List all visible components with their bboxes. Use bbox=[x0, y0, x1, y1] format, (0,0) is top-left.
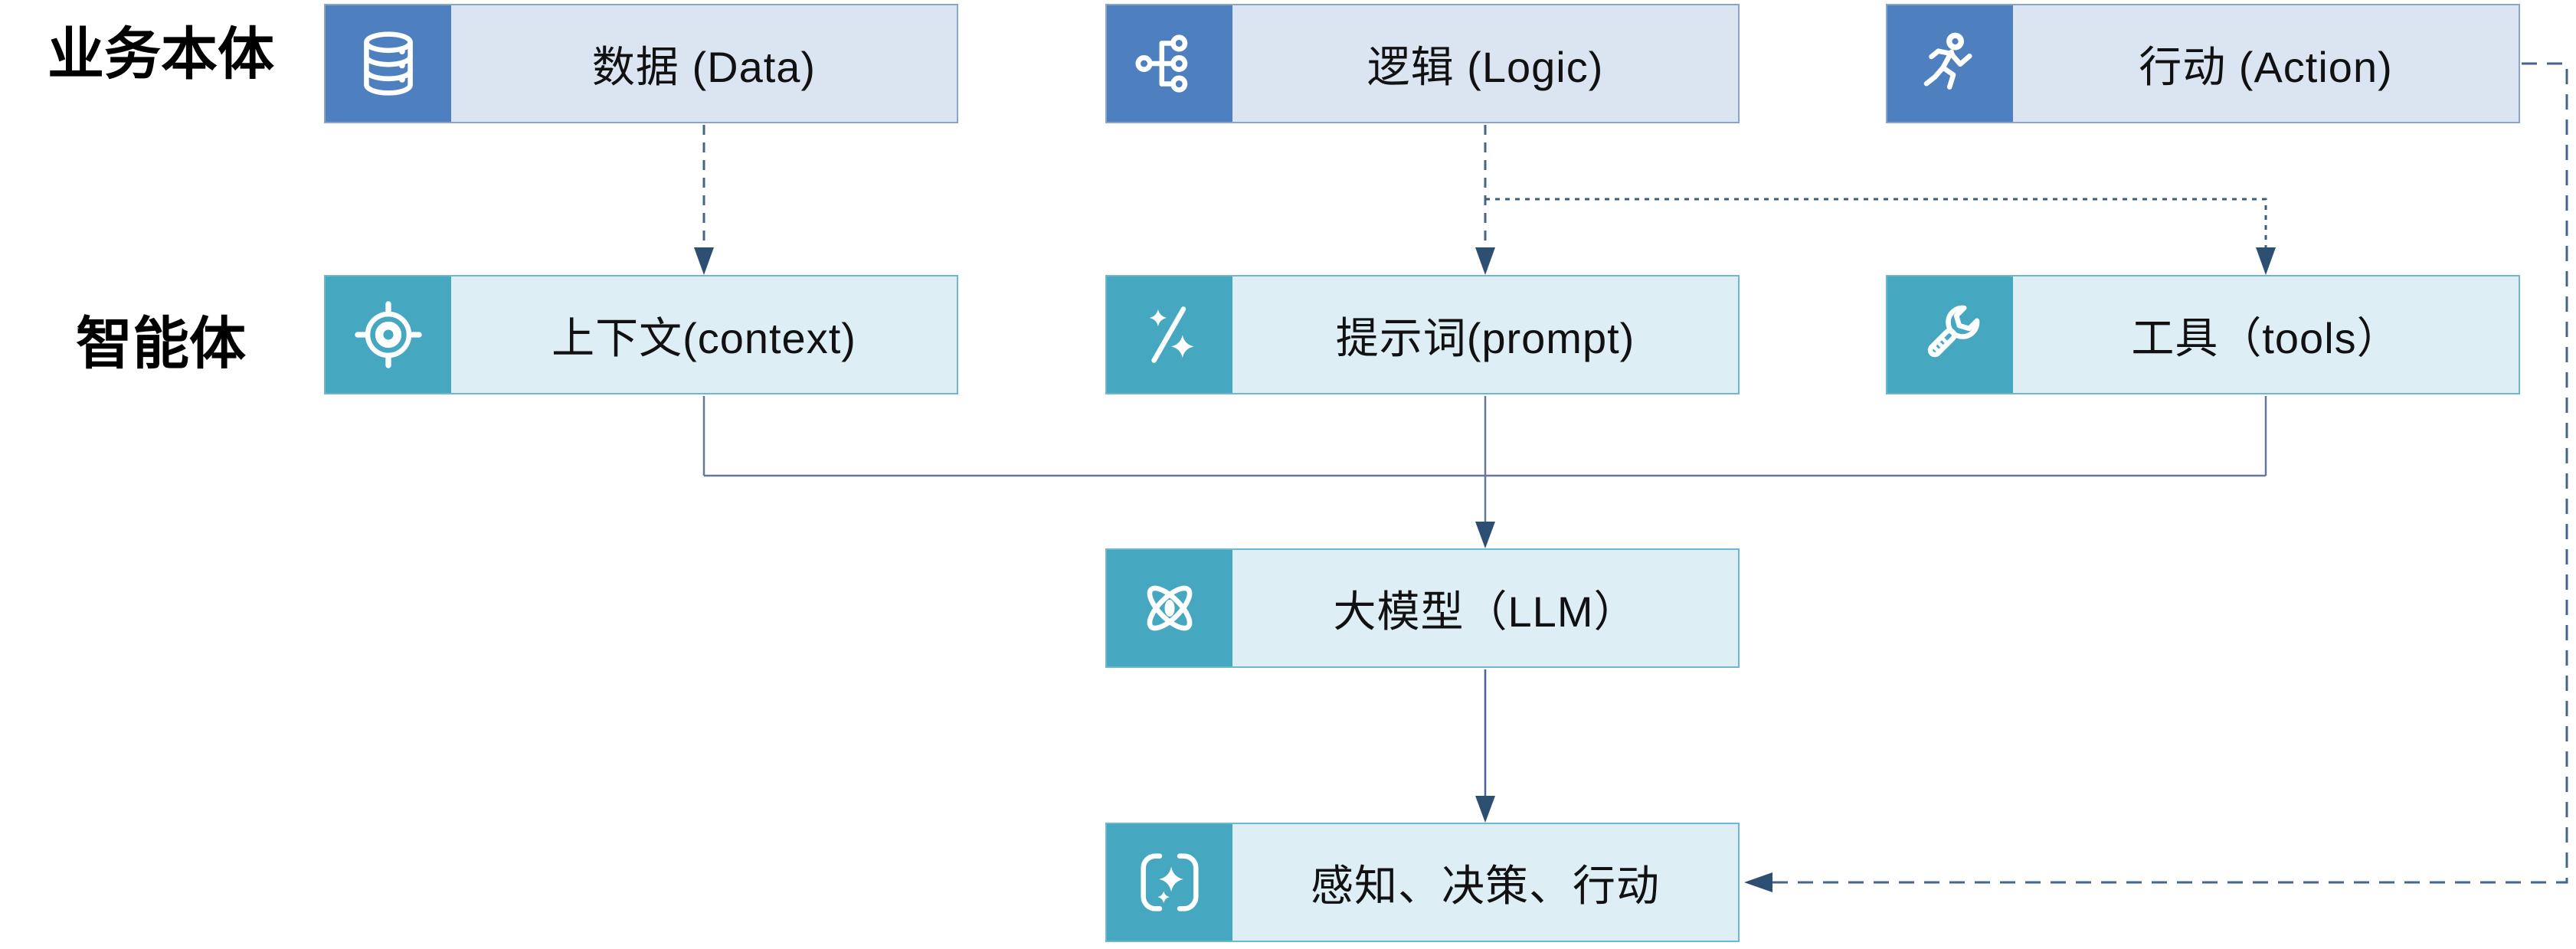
connector-action-feedback bbox=[1744, 62, 2568, 892]
sparkle-frame-icon bbox=[1107, 824, 1232, 941]
atom-icon bbox=[1107, 550, 1232, 666]
row-label-agent: 智能体 bbox=[76, 312, 246, 375]
node-prompt: 提示词(prompt) bbox=[1105, 275, 1740, 394]
connector-merge-to-llm bbox=[702, 396, 2267, 548]
node-action: 行动 (Action) bbox=[1886, 4, 2520, 123]
node-data-label: 数据 (Data) bbox=[451, 5, 957, 122]
connector-llm-to-loop bbox=[1475, 669, 1495, 823]
node-action-label: 行动 (Action) bbox=[2013, 5, 2519, 122]
node-data: 数据 (Data) bbox=[324, 4, 958, 123]
node-llm: 大模型（LLM） bbox=[1105, 548, 1740, 668]
flow-tree-icon bbox=[1107, 5, 1232, 122]
node-logic: 逻辑 (Logic) bbox=[1105, 4, 1740, 123]
node-context: 上下文(context) bbox=[324, 275, 958, 394]
node-tools-label: 工具（tools） bbox=[2013, 277, 2519, 393]
node-prompt-label: 提示词(prompt) bbox=[1232, 277, 1738, 393]
database-icon bbox=[326, 5, 451, 122]
node-agent-loop: 感知、决策、行动 bbox=[1105, 823, 1740, 942]
connector-logic-to-tools bbox=[1485, 198, 2276, 275]
node-logic-label: 逻辑 (Logic) bbox=[1232, 5, 1738, 122]
node-tools: 工具（tools） bbox=[1886, 275, 2520, 394]
node-agent-loop-label: 感知、决策、行动 bbox=[1232, 824, 1738, 941]
target-icon bbox=[326, 277, 451, 393]
node-llm-label: 大模型（LLM） bbox=[1232, 550, 1738, 666]
wrench-icon bbox=[1887, 277, 2013, 393]
magic-wand-icon bbox=[1107, 277, 1232, 393]
node-context-label: 上下文(context) bbox=[451, 277, 957, 393]
row-label-business: 业务本体 bbox=[47, 22, 274, 86]
connector-data-to-context bbox=[694, 125, 714, 275]
connector-logic-to-prompt bbox=[1475, 125, 1495, 275]
runner-icon bbox=[1887, 5, 2013, 122]
